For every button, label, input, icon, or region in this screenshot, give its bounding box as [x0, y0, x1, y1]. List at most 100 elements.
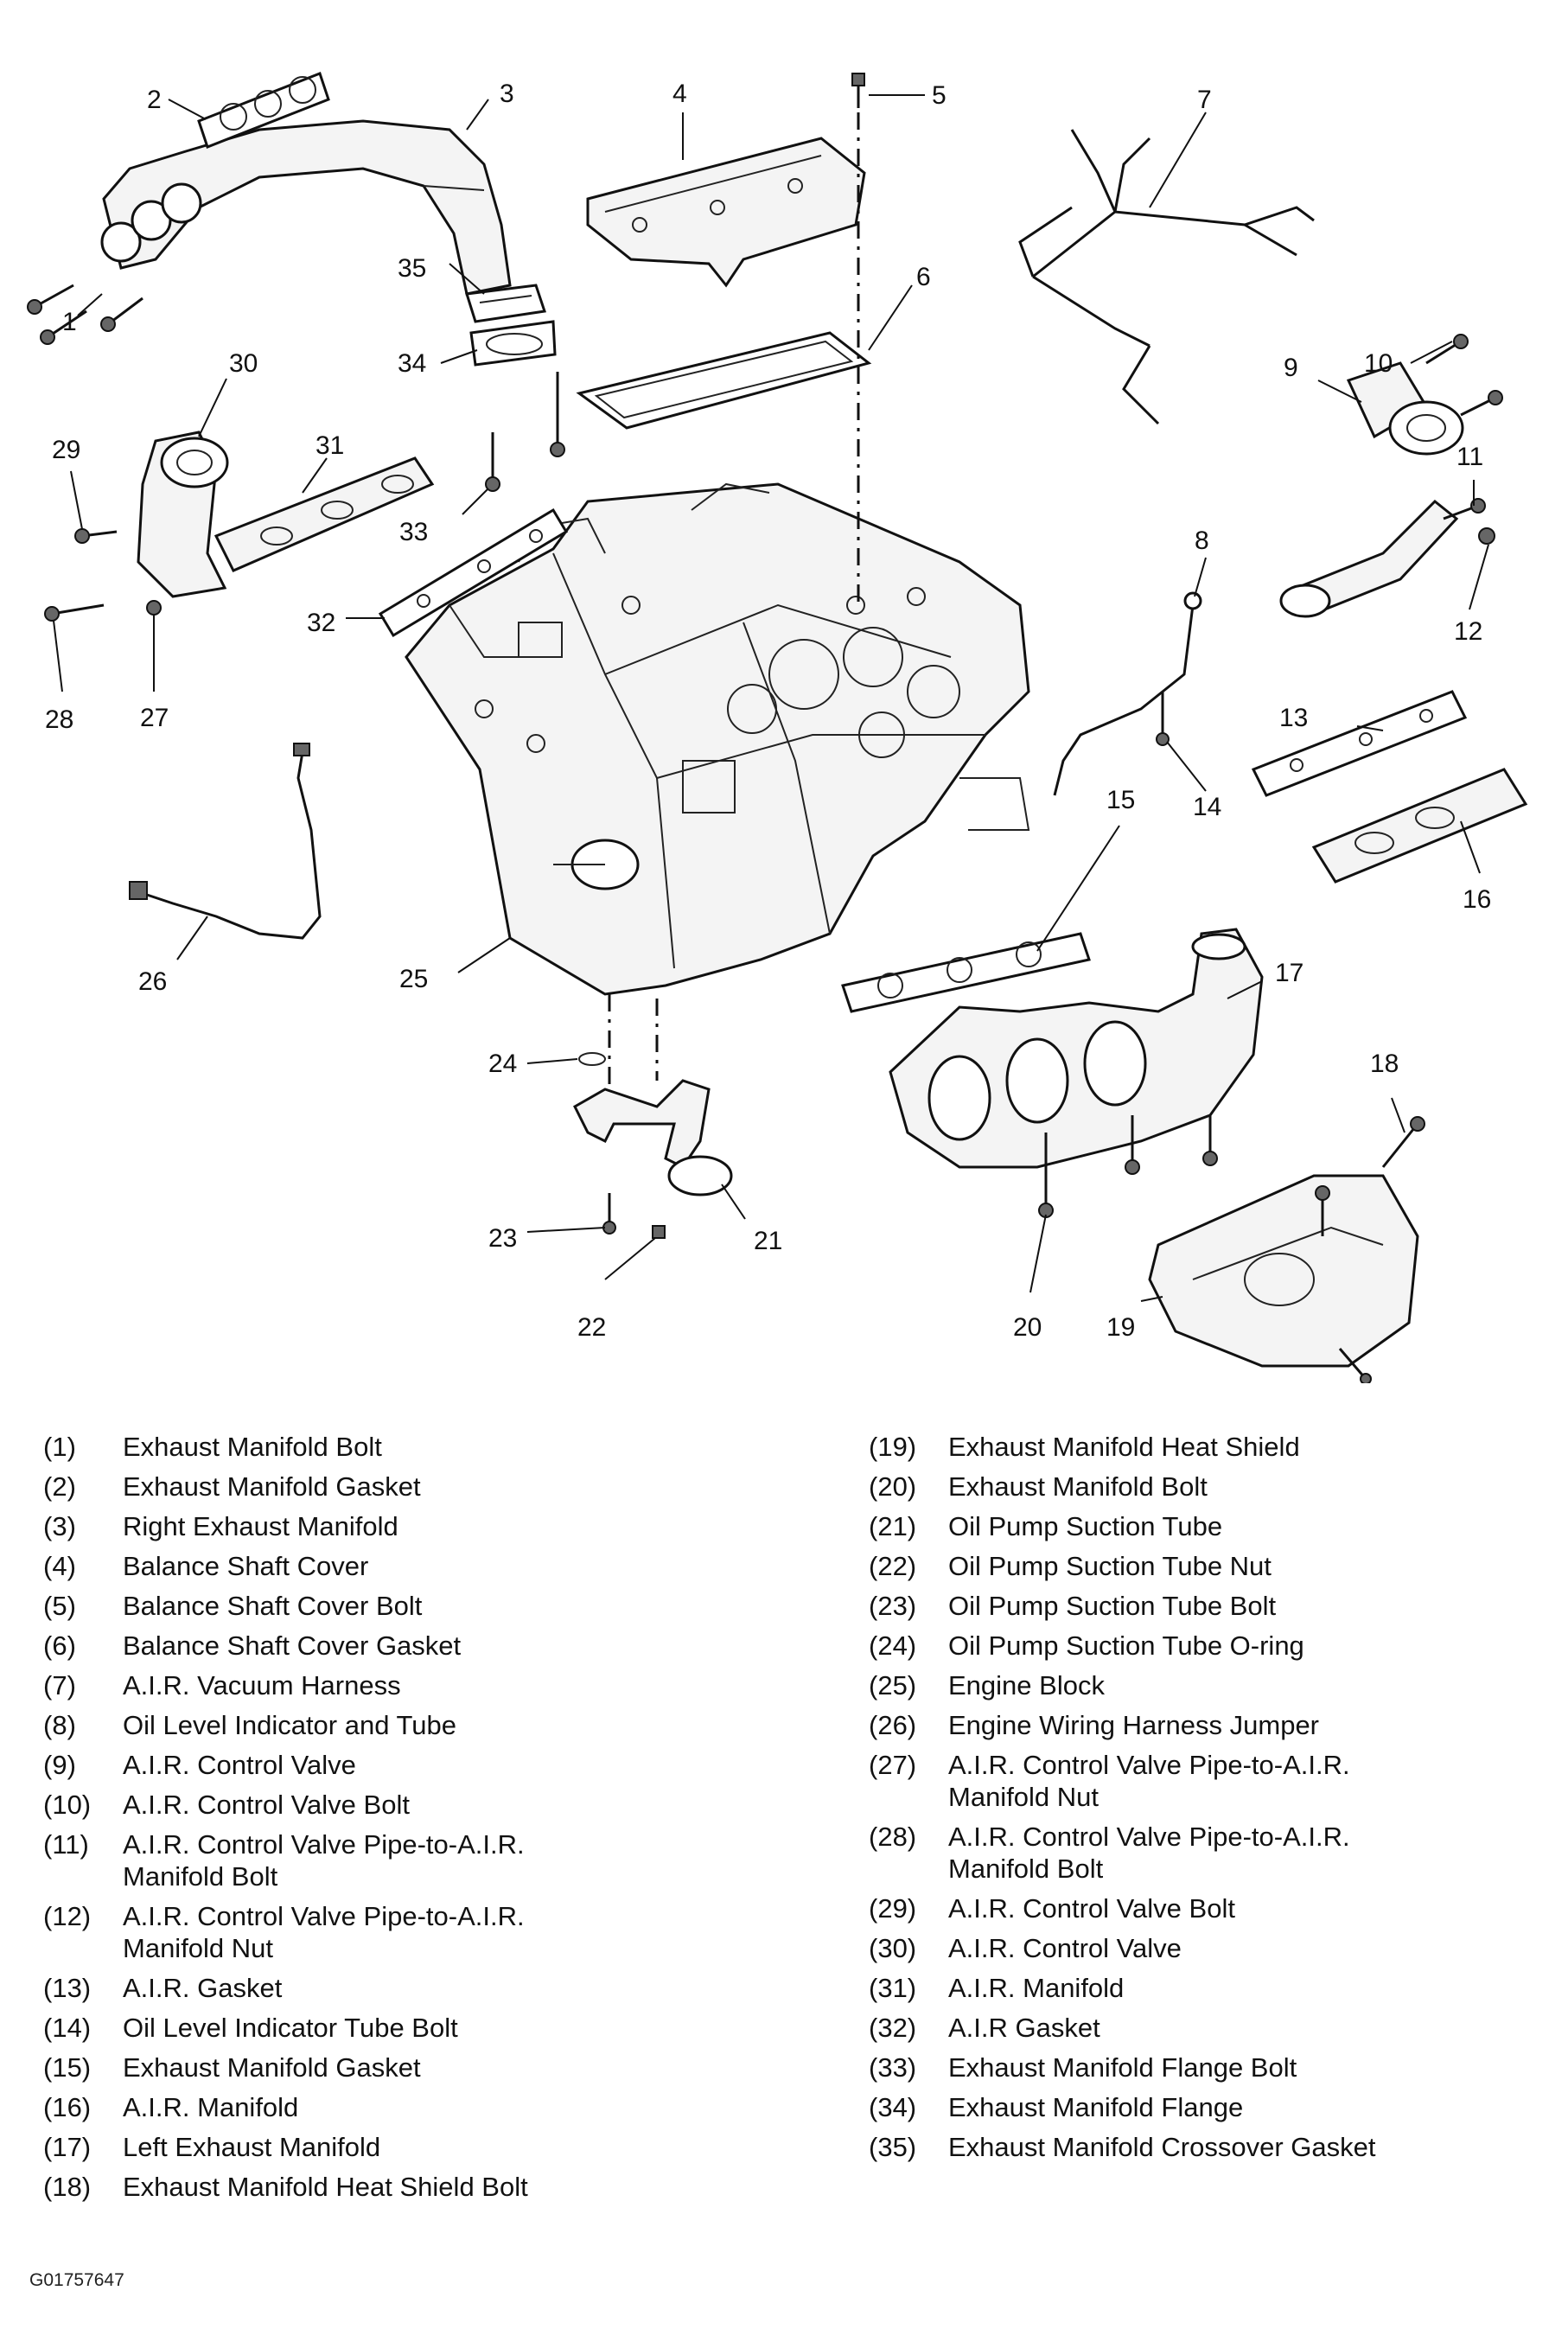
exhaust-manifold-crossover-gasket — [465, 284, 546, 323]
legend-item: (5) Balance Shaft Cover Bolt — [43, 1590, 804, 1622]
legend-part-name: A.I.R Gasket — [948, 2013, 1100, 2043]
legend-part-name: A.I.R. Control Valve — [948, 1933, 1182, 1963]
callout-33: 33 — [399, 518, 428, 546]
balance-shaft-cover-gasket — [576, 331, 872, 430]
air-control-valve-pipe-nut-left — [146, 600, 162, 616]
callout-15: 15 — [1106, 786, 1135, 814]
legend-item: (10) A.I.R. Control Valve Bolt — [43, 1789, 804, 1821]
legend-number: (29) — [869, 1893, 917, 1924]
legend-number: (10) — [43, 1790, 92, 1820]
callout-30: 30 — [229, 349, 258, 378]
callout-1: 1 — [62, 308, 77, 336]
callout-31: 31 — [316, 431, 344, 460]
legend-number: (23) — [869, 1591, 917, 1621]
legend-number: (9) — [43, 1750, 76, 1780]
legend-number: (8) — [43, 1710, 76, 1740]
legend-item: (15)Exhaust Manifold Gasket — [43, 2051, 804, 2083]
callout-12: 12 — [1454, 617, 1482, 646]
legend-part-name: Exhaust Manifold Flange Bolt — [948, 2052, 1297, 2083]
oil-pump-suction-tube-nut — [652, 1225, 666, 1239]
legend-number: (31) — [869, 1973, 917, 2003]
callout-24: 24 — [488, 1050, 517, 1078]
legend-number: (24) — [869, 1630, 917, 1661]
legend-number: (18) — [43, 2172, 92, 2202]
legend-item: (8)Oil Level Indicator and Tube — [43, 1709, 804, 1741]
figure-code: G01757647 — [29, 2270, 124, 2290]
legend-item: (11) A.I.R. Control Valve Pipe-to-A.I.R. … — [43, 1828, 804, 1892]
legend-number: (2) — [43, 1471, 76, 1502]
legend-item: (26)Engine Wiring Harness Jumper — [869, 1709, 1543, 1741]
legend-number: (33) — [869, 2052, 917, 2083]
legend-item: (28)A.I.R. Control Valve Pipe-to-A.I.R. … — [869, 1821, 1543, 1885]
callout-25: 25 — [399, 965, 428, 993]
callout-20: 20 — [1013, 1313, 1042, 1342]
legend-part-name: A.I.R. Control Valve Pipe-to-A.I.R. Mani… — [123, 1829, 525, 1892]
legend-item: (27)A.I.R. Control Valve Pipe-to-A.I.R. … — [869, 1749, 1543, 1813]
air-gasket-left — [378, 507, 569, 638]
legend-part-name: Exhaust Manifold Gasket — [123, 2052, 421, 2083]
legend-number: (3) — [43, 1511, 76, 1541]
legend-item: (35)Exhaust Manifold Crossover Gasket — [869, 2131, 1543, 2163]
legend-part-name: A.I.R. Manifold — [948, 1973, 1125, 2003]
balance-shaft-cover-bolt — [851, 73, 865, 108]
legend-part-name: A.I.R. Control Valve Pipe-to-A.I.R. Mani… — [123, 1901, 525, 1963]
legend-part-name: Left Exhaust Manifold — [123, 2132, 381, 2162]
legend-number: (11) — [43, 1829, 89, 1860]
air-control-valve-pipe-bolt-right — [1443, 498, 1486, 520]
legend-column-right: (19)Exhaust Manifold Heat Shield (20)Exh… — [869, 1431, 1543, 2171]
callout-14: 14 — [1193, 793, 1221, 821]
legend-number: (35) — [869, 2132, 917, 2162]
legend-column-left: (1)Exhaust Manifold Bolt (2)Exhaust Mani… — [43, 1431, 804, 2211]
callout-11: 11 — [1456, 443, 1483, 471]
legend-part-name: Balance Shaft Cover Gasket — [123, 1630, 462, 1661]
legend-number: (32) — [869, 2013, 917, 2043]
legend-number: (27) — [869, 1750, 917, 1780]
legend-item: (12) A.I.R. Control Valve Pipe-to-A.I.R. … — [43, 1900, 804, 1964]
legend-number: (5) — [43, 1591, 76, 1621]
exhaust-manifold-gasket-left — [841, 932, 1091, 1013]
legend-part-name: A.I.R. Gasket — [123, 1973, 283, 2003]
legend-item: (18)Exhaust Manifold Heat Shield Bolt — [43, 2171, 804, 2203]
legend-item: (19) Exhaust Manifold Heat Shield — [869, 1431, 1543, 1463]
legend-part-name: Exhaust Manifold Heat Shield — [948, 1432, 1300, 1462]
engine-block — [405, 482, 1030, 996]
exhaust-manifold-bolts-right — [27, 284, 143, 345]
legend-number: (7) — [43, 1670, 76, 1700]
legend-number: (12) — [43, 1901, 92, 1931]
legend-part-name: Oil Level Indicator Tube Bolt — [123, 2013, 458, 2043]
oil-level-indicator-tube-bolt — [1156, 692, 1170, 746]
legend-part-name: A.I.R. Vacuum Harness — [123, 1670, 401, 1700]
legend-item: (9) A.I.R. Control Valve — [43, 1749, 804, 1781]
legend-number: (20) — [869, 1471, 917, 1502]
legend-item: (32) A.I.R Gasket — [869, 2012, 1543, 2044]
legend-number: (19) — [869, 1432, 917, 1462]
legend-part-name: Oil Pump Suction Tube Bolt — [948, 1591, 1277, 1621]
legend-item: (6)Balance Shaft Cover Gasket — [43, 1630, 804, 1662]
legend-part-name: A.I.R. Control Valve Bolt — [123, 1790, 410, 1820]
legend-part-name: A.I.R. Control Valve — [123, 1750, 356, 1780]
legend-item: (20)Exhaust Manifold Bolt — [869, 1471, 1543, 1503]
legend-number: (30) — [869, 1933, 917, 1963]
legend-item: (17) Left Exhaust Manifold — [43, 2131, 804, 2163]
air-vacuum-harness — [1018, 129, 1315, 425]
callout-18: 18 — [1370, 1050, 1399, 1078]
legend-number: (22) — [869, 1551, 917, 1581]
legend-item: (24)Oil Pump Suction Tube O-ring — [869, 1630, 1543, 1662]
legend-part-name: Balance Shaft Cover Bolt — [123, 1591, 423, 1621]
callout-8: 8 — [1195, 526, 1209, 555]
legend-item: (34)Exhaust Manifold Flange — [869, 2091, 1543, 2123]
exhaust-manifold-gasket-right — [197, 72, 330, 149]
legend-item: (25)Engine Block — [869, 1669, 1543, 1701]
callout-34: 34 — [398, 349, 426, 378]
legend-number: (28) — [869, 1822, 917, 1852]
exhaust-manifold-heat-shield-bolts — [1315, 1116, 1425, 1383]
legend-number: (17) — [43, 2132, 92, 2162]
legend-item: (33) Exhaust Manifold Flange Bolt — [869, 2051, 1543, 2083]
legend-item: (16)A.I.R. Manifold — [43, 2091, 804, 2123]
engine-wiring-harness-jumper — [129, 743, 322, 940]
air-control-valve-left — [137, 431, 229, 598]
legend-part-name: Oil Pump Suction Tube — [948, 1511, 1223, 1541]
legend-number: (21) — [869, 1511, 917, 1541]
legend-item: (13)A.I.R. Gasket — [43, 1972, 804, 2004]
legend-number: (26) — [869, 1710, 917, 1740]
